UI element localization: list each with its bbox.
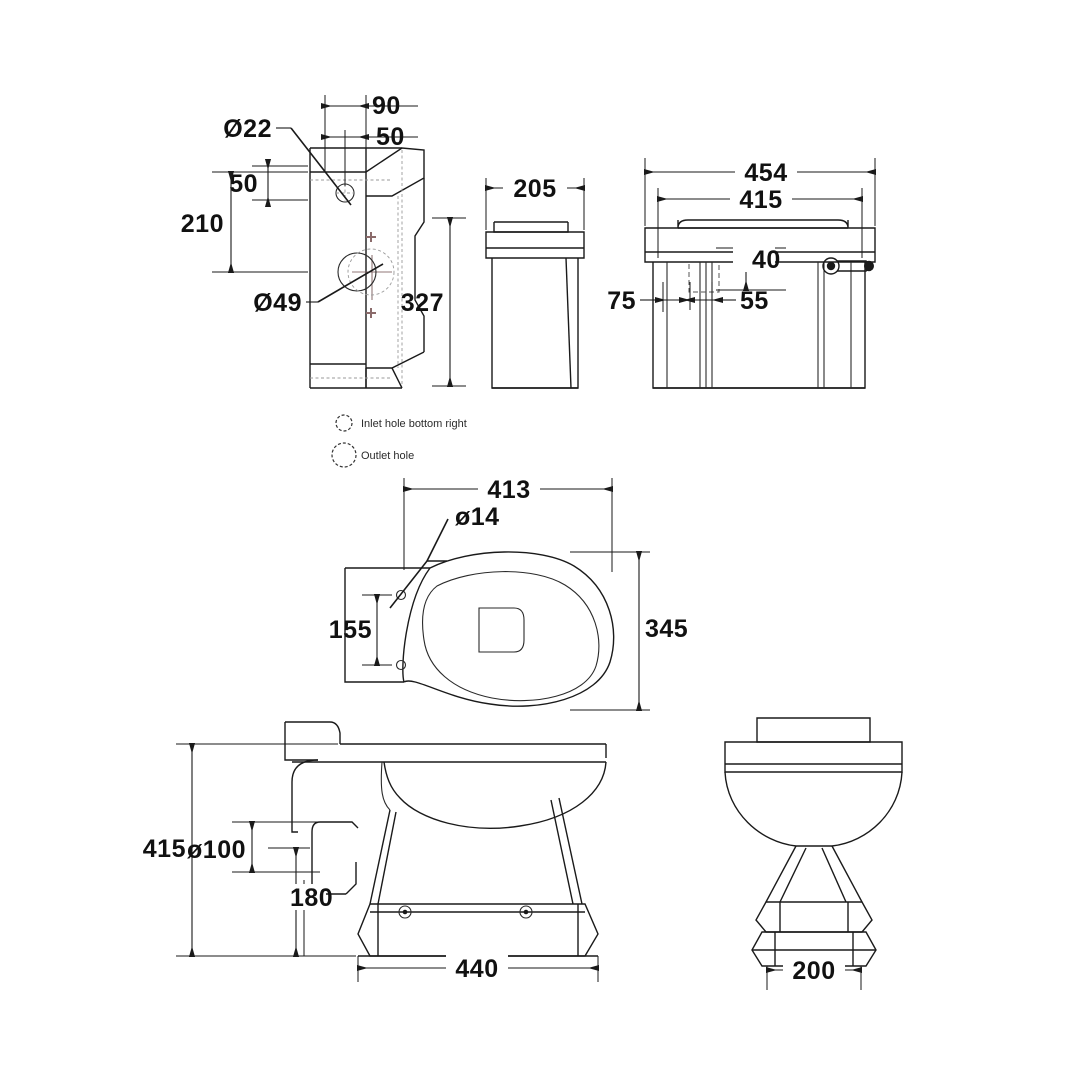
boss-cross-marks [366,232,376,318]
base-fixing-bolts [398,905,533,919]
inlet-hole-circle-icon [335,414,353,432]
dim-75: 75 [607,287,636,315]
dim-55: 55 [740,287,769,315]
dim-210: 210 [181,210,224,238]
dim-diameter-100: ø100 [187,836,246,864]
dim-345: 345 [645,615,688,643]
legend: Inlet hole bottom right Outlet hole [331,414,467,468]
legend-label-inlet: Inlet hole bottom right [361,418,467,430]
view-pan-plan: 413 345 155 ø14 [329,474,693,712]
dim-413: 413 [487,476,530,504]
dim-40: 40 [752,246,781,274]
dim-327: 327 [401,289,444,317]
flush-handle-icon [822,257,874,275]
dim-diameter-22: Ø22 [223,115,272,143]
dim-50-vertical: 50 [229,170,258,198]
view-pan-side: 415 ø100 180 440 [143,721,607,983]
view-cistern-front: 454 415 40 55 75 [607,158,877,389]
dim-205: 205 [513,175,556,203]
dim-415-pan: 415 [143,835,186,863]
dim-440: 440 [455,955,498,983]
dim-200: 200 [792,957,835,985]
dim-454: 454 [744,159,787,187]
outlet-hole-circle-icon [331,442,357,468]
dim-155: 155 [329,616,372,644]
dim-50-top: 50 [376,123,405,151]
dim-diameter-14: ø14 [455,503,500,531]
dim-90: 90 [372,92,401,120]
view-cistern-back: 90 50 50 210 Ø22 Ø49 327 [181,92,466,389]
view-pan-front: 200 [724,717,903,990]
dim-diameter-49: Ø49 [253,289,302,317]
dim-180: 180 [290,884,333,912]
dim-415-cistern: 415 [739,186,782,214]
legend-label-outlet: Outlet hole [361,450,414,462]
view-cistern-side: 205 [484,174,586,389]
